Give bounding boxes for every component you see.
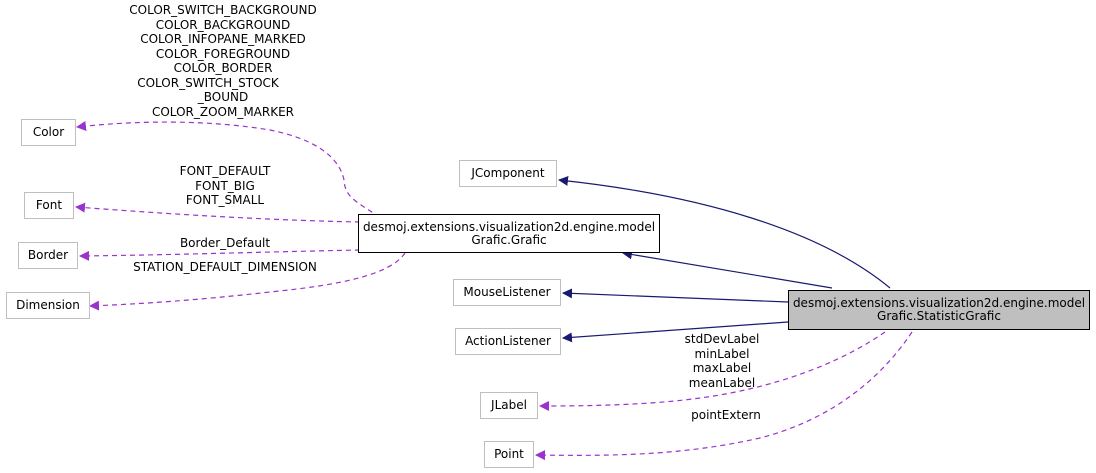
edge-statistic-to-jcomponent [558, 175, 891, 289]
class-node-jlabel-label: JLabel [491, 398, 527, 412]
edge-label-dimension-0: STATION_DEFAULT_DIMENSION [133, 260, 317, 274]
edge-grafic-to-font [75, 202, 361, 223]
edge-label-font-1: FONT_BIG [195, 178, 255, 193]
class-node-color[interactable]: Color [21, 119, 76, 146]
edge-label-jlabel-3: meanLabel [688, 375, 756, 390]
edge-label-color-3: COLOR_FOREGROUND [155, 46, 291, 61]
edge-label-color-7: COLOR_ZOOM_MARKER [151, 104, 295, 119]
edge-statistic-to-jlabel [539, 331, 886, 411]
edge-statistic-to-mouselistener [562, 288, 789, 303]
edge-label-font-2: FONT_SMALL [185, 193, 265, 207]
edge-label-jlabel-0: stdDevLabel [684, 332, 760, 346]
edge-label-color-2: COLOR_INFOPANE_MARKED [140, 32, 306, 46]
class-node-point-label: Point [494, 447, 524, 461]
class-node-mouselistener-label: MouseListener [463, 285, 551, 299]
class-node-dimension[interactable]: Dimension [6, 292, 90, 319]
edge-label-color-5: COLOR_SWITCH_STOCK [137, 75, 279, 90]
edge-grafic-to-border [79, 249, 361, 261]
edge-label-font-0: FONT_DEFAULT [179, 164, 271, 178]
edge-label-color-1: COLOR_BACKGROUND [155, 17, 291, 32]
edge-grafic-to-color [76, 121, 381, 218]
edge-label-jlabel: stdDevLabel minLabel maxLabel meanLabel [672, 332, 772, 390]
edge-label-color: COLOR_SWITCH_BACKGROUND COLOR_BACKGROUND… [108, 3, 338, 119]
class-node-actionlistener-label: ActionListener [465, 334, 551, 348]
class-node-border-label: Border [27, 248, 69, 262]
class-node-font-label: Font [35, 198, 63, 212]
class-node-grafic-line1: desmoj.extensions.visualization2d.engine… [362, 219, 656, 234]
edge-label-dimension: STATION_DEFAULT_DIMENSION [110, 260, 340, 275]
class-node-border[interactable]: Border [18, 242, 78, 269]
edge-label-color-0: COLOR_SWITCH_BACKGROUND [129, 3, 317, 17]
edge-grafic-to-dimension [89, 252, 406, 311]
class-node-grafic[interactable]: desmoj.extensions.visualization2d.engine… [358, 214, 660, 253]
class-node-font[interactable]: Font [24, 192, 74, 219]
edge-label-color-6: _BOUND [197, 90, 249, 104]
edge-label-jlabel-1: minLabel [694, 346, 750, 361]
class-node-point[interactable]: Point [484, 441, 534, 468]
edge-label-border-0: Border_Default [179, 236, 271, 250]
edge-label-point-0: pointExtern [691, 408, 761, 422]
edge-statistic-to-grafic [622, 249, 833, 289]
class-node-jlabel[interactable]: JLabel [480, 392, 538, 419]
edge-statistic-to-point [535, 331, 913, 461]
edge-label-border: Border_Default [160, 236, 290, 251]
class-node-mouselistener[interactable]: MouseListener [453, 279, 561, 306]
edge-label-color-4: COLOR_BORDER [173, 61, 273, 75]
class-node-grafic-line2: Grafic.Grafic [471, 232, 547, 247]
class-node-actionlistener[interactable]: ActionListener [455, 328, 561, 355]
edge-label-point: pointExtern [676, 408, 776, 423]
class-node-jcomponent[interactable]: JComponent [459, 160, 557, 187]
class-node-statistic-grafic-line1: desmoj.extensions.visualization2d.engine… [792, 296, 1086, 310]
class-node-color-label: Color [32, 125, 65, 139]
class-node-statistic-grafic-line2: Grafic.StatisticGrafic [877, 309, 1001, 323]
edge-label-font: FONT_DEFAULT FONT_BIG FONT_SMALL [150, 164, 300, 208]
class-node-statistic-grafic[interactable]: desmoj.extensions.visualization2d.engine… [788, 290, 1090, 330]
edge-statistic-to-actionlistener [562, 321, 789, 343]
class-node-jcomponent-label: JComponent [471, 166, 545, 180]
edge-label-jlabel-2: maxLabel [692, 361, 752, 375]
class-node-dimension-label: Dimension [16, 298, 80, 312]
